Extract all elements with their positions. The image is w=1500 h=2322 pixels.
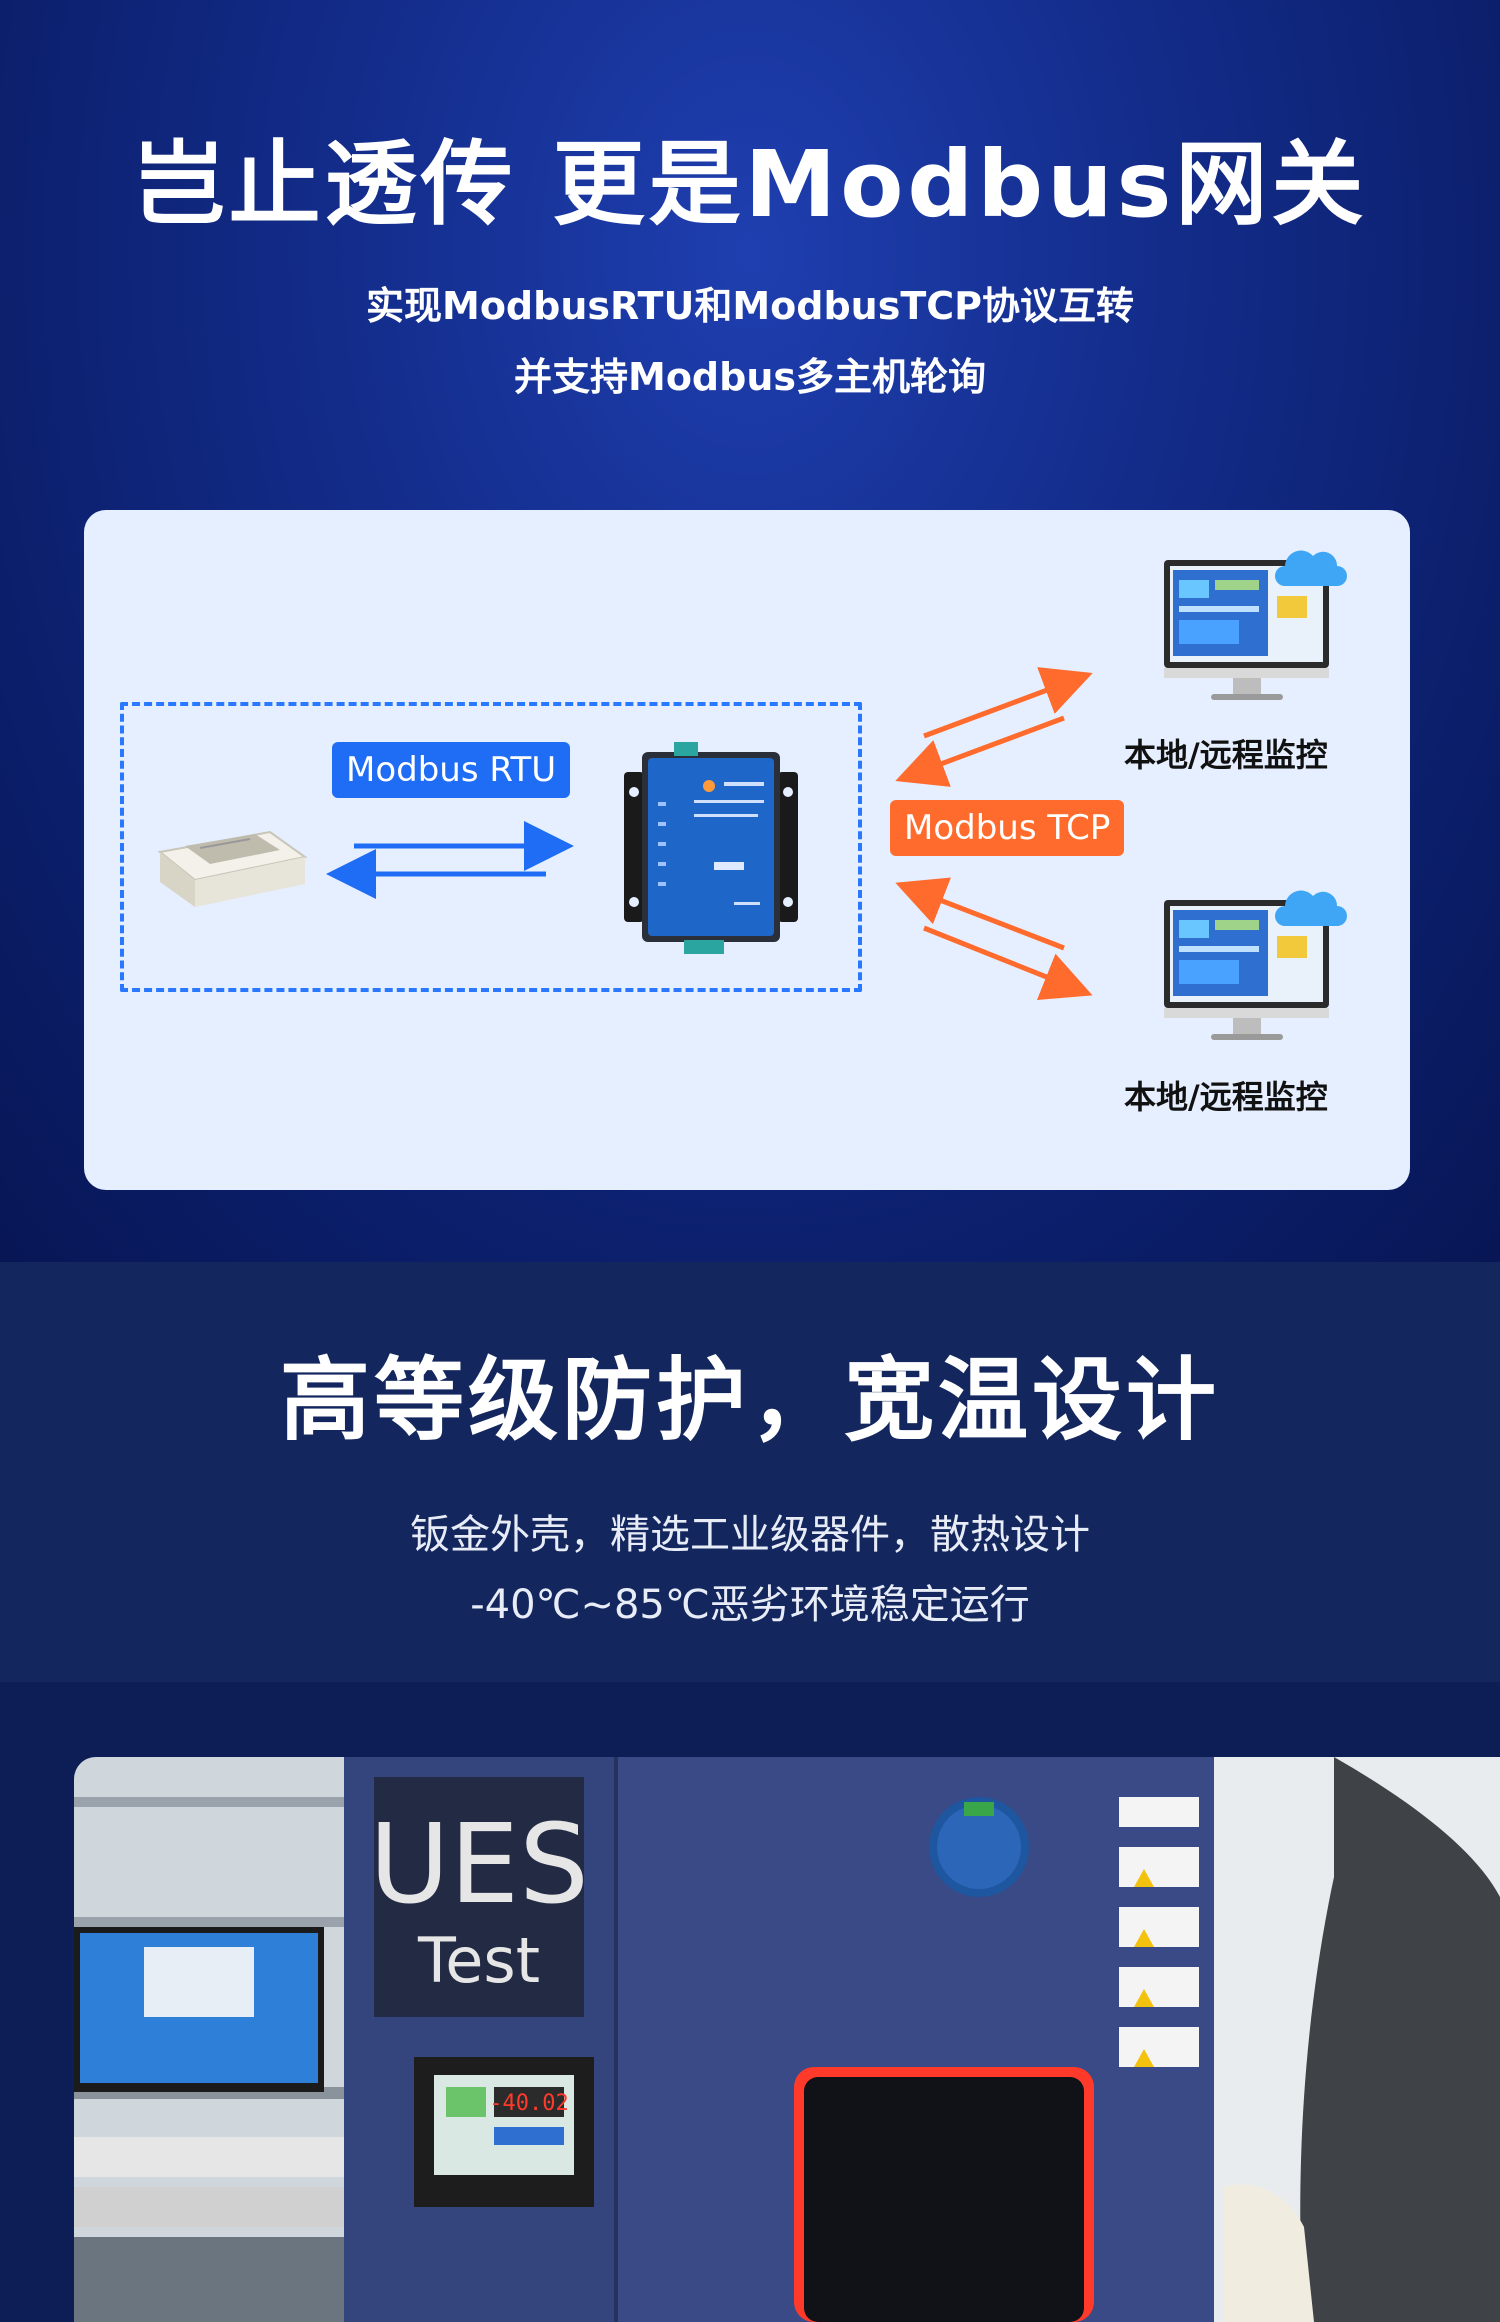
section2-title: 高等级防护，宽温设计 [280,1348,1220,1453]
section2-subtitle-line2: -40℃~85℃恶劣环境稳定运行 [470,1582,1030,1628]
monitor-label-2: 本地/远程监控 [1124,1078,1328,1116]
test-chamber-illustration: UES Test -40.02 [74,1757,1500,2322]
printer-device-icon [157,830,308,907]
section1-subtitle-line2: 并支持Modbus多主机轮询 [514,355,986,399]
chamber-logo-sub: Test [417,1924,540,1997]
section1-title: 岂止透传 更是Modbus网关 [132,131,1368,238]
test-chamber-photo: UES Test -40.02 [74,1757,1500,2322]
gateway-device-icon [624,742,798,954]
modbus-gateway-section: 岂止透传 更是Modbus网关 实现ModbusRTU和ModbusTCP协议互… [0,0,1500,1262]
monitor-icon-2 [1164,890,1347,1040]
tcp-arrow-down-in [895,877,1065,951]
modbus-tcp-badge: Modbus TCP [890,800,1125,856]
modbus-rtu-badge: Modbus RTU [332,742,571,798]
controller-reading: -40.02 [489,2091,568,2116]
photo-section: UES Test -40.02 [0,1682,1500,2322]
section2-subtitle-line1: 钣金外壳，精选工业级器件，散热设计 [410,1512,1090,1558]
rtu-dashed-box [120,702,862,992]
tcp-arrow-up-in [895,715,1065,787]
tcp-arrow-down-out [923,925,1093,1001]
modbus-diagram-panel: Modbus RTU Modbus TCP [84,510,1410,1190]
protection-section: 高等级防护，宽温设计 钣金外壳，精选工业级器件，散热设计 -40℃~85℃恶劣环… [0,1262,1500,1682]
monitor-icon-1 [1164,550,1347,700]
monitor-label-1: 本地/远程监控 [1124,736,1328,774]
tcp-arrow-up-out [923,667,1093,739]
arrows-layer [326,667,1093,1001]
section1-subtitle-line1: 实现ModbusRTU和ModbusTCP协议互转 [366,284,1134,328]
chamber-logo-main: UES [369,1800,589,1928]
